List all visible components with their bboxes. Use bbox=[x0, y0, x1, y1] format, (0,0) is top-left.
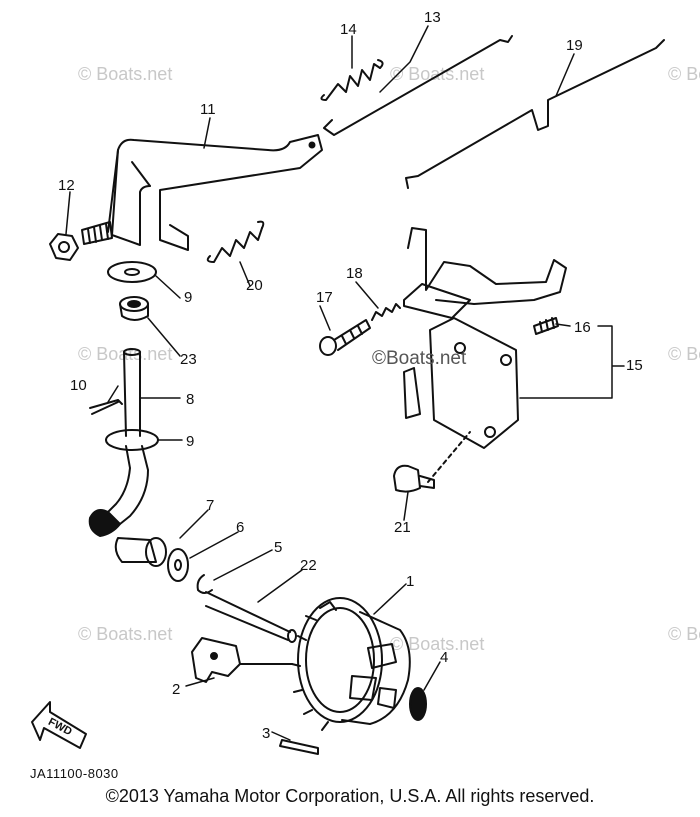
watermark-text: © Boats.net bbox=[668, 344, 700, 364]
watermark-text: © Boats.net bbox=[390, 64, 484, 84]
label-2: 2 bbox=[172, 681, 180, 698]
leader-lines bbox=[65, 25, 625, 741]
part-4-washer bbox=[409, 687, 427, 721]
part-15-bracket bbox=[403, 227, 567, 449]
part-1-gear bbox=[291, 597, 411, 731]
label-15: 15 bbox=[626, 357, 643, 374]
label-10: 10 bbox=[70, 377, 87, 394]
label-6: 6 bbox=[236, 519, 244, 536]
label-4: 4 bbox=[440, 649, 448, 666]
label-5: 5 bbox=[274, 539, 282, 556]
label-20: 20 bbox=[246, 277, 263, 294]
label-12: 12 bbox=[58, 177, 75, 194]
label-1: 1 bbox=[406, 573, 414, 590]
part-5-circlip bbox=[196, 574, 213, 594]
label-13: 13 bbox=[424, 9, 441, 26]
part-6-washer bbox=[167, 548, 189, 582]
watermark-text: © Boats.net bbox=[390, 634, 484, 654]
label-3: 3 bbox=[262, 725, 270, 742]
part-13-rod bbox=[323, 35, 513, 136]
part-19-rod bbox=[405, 39, 665, 189]
label-8: 8 bbox=[186, 391, 194, 408]
label-22: 22 bbox=[300, 557, 317, 574]
part-12-nut bbox=[49, 221, 113, 261]
label-19: 19 bbox=[566, 37, 583, 54]
part-7-collar bbox=[114, 537, 167, 567]
label-9-upper: 9 bbox=[184, 289, 192, 306]
label-14: 14 bbox=[340, 21, 357, 38]
watermark-center: ©Boats.net bbox=[372, 348, 467, 369]
part-17-bolt bbox=[319, 319, 371, 356]
watermark-text: © Boats.net bbox=[668, 624, 700, 644]
part-18-spring bbox=[371, 303, 401, 321]
part-9-washer-upper bbox=[107, 261, 157, 283]
label-21: 21 bbox=[394, 519, 411, 536]
watermark-text: © Boats.net bbox=[78, 64, 172, 84]
label-16: 16 bbox=[574, 319, 591, 336]
watermark-text: © Boats.net bbox=[668, 64, 700, 84]
label-18: 18 bbox=[346, 265, 363, 282]
label-23: 23 bbox=[180, 351, 197, 368]
copyright-notice: ©2013 Yamaha Motor Corporation, U.S.A. A… bbox=[105, 786, 595, 806]
fwd-label: FWD bbox=[46, 716, 74, 738]
part-11-bracket bbox=[107, 134, 323, 251]
part-22-shaft bbox=[205, 591, 297, 643]
part-3-pin bbox=[279, 739, 319, 755]
label-7: 7 bbox=[206, 497, 214, 514]
part-10-pin bbox=[89, 399, 123, 415]
part-16-screw bbox=[533, 317, 559, 335]
fwd-arrow-icon bbox=[31, 701, 87, 749]
part-23-bushing bbox=[119, 296, 149, 321]
part-2-detent bbox=[191, 637, 293, 683]
label-11: 11 bbox=[200, 101, 216, 118]
label-9-lower: 9 bbox=[186, 433, 194, 450]
part-labels: 14 13 19 11 12 20 9 23 17 18 16 15 10 8 … bbox=[58, 9, 643, 742]
part-20-spring bbox=[206, 220, 265, 263]
label-17: 17 bbox=[316, 289, 333, 306]
watermark-text: © Boats.net bbox=[78, 624, 172, 644]
part-14-spring bbox=[320, 59, 384, 101]
part-21-bolt bbox=[393, 431, 471, 493]
part-8-shift-rod bbox=[88, 348, 159, 537]
drawing-code: JA11100-8030 bbox=[30, 766, 119, 781]
